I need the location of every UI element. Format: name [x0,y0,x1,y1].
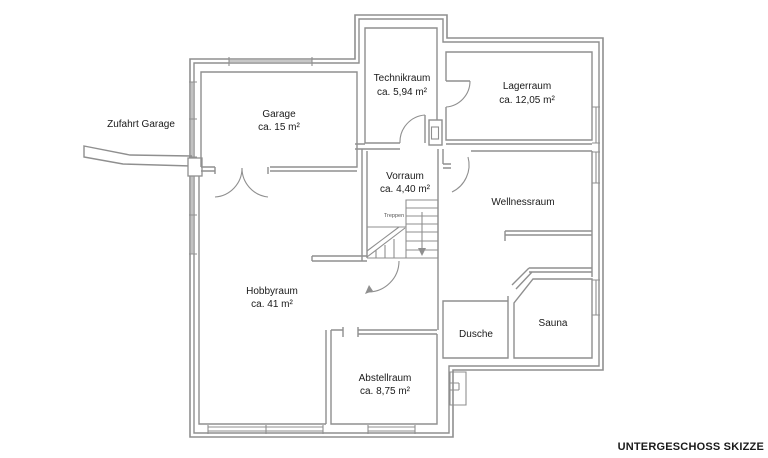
window-right-wellnessraum [592,151,600,184]
garage-label: Garage [262,109,296,120]
garage-door-arc-right [241,167,269,198]
abstellraum-area-label: ca. 8,75 m² [360,386,411,397]
wellnessraum-door-arc [451,156,470,193]
stair-winder [366,226,406,259]
dusche-label: Dusche [459,329,493,340]
wellnessraum-walls [471,150,593,290]
window-right-sauna [592,279,600,316]
chimney-block [428,119,443,146]
dusche-outline [442,296,509,359]
cellar-steps-outline [449,371,467,406]
technikraum-label: Technikraum [374,73,431,84]
page-title: UNTERGESCHOSS SKIZZE [618,441,764,453]
driveway-label: Zufahrt Garage [107,119,175,130]
window-left-lower [189,175,197,255]
abstellraum-room [330,327,438,425]
garage-room [200,71,358,198]
driveway-outline [83,145,192,167]
garage-door-arc-left [214,167,243,198]
outer-wall-outer-line [189,14,604,438]
hobbyraum-walls [198,176,400,425]
technikraum-outline [362,27,438,150]
wellnessraum-label: Wellnessraum [491,197,554,208]
lagerraum-label: Lagerraum [503,81,551,92]
abstellraum-label: Abstellraum [359,373,412,384]
outer-wall-inner-line [193,18,600,434]
stairs-label: Treppen [384,213,404,219]
door-swing-arrow [365,285,373,294]
hobbyraum-label: Hobbyraum [246,286,298,297]
sauna-outline [513,278,593,359]
technikraum-area-label: ca. 5,94 m² [377,87,428,98]
lagerraum-outline [445,51,593,145]
window-bottom-abstellraum [367,425,416,434]
wellness-partition-upper [504,230,592,241]
labels: Zufahrt Garage Garage ca. 15 m² Technikr… [107,73,764,453]
lagerraum-room [445,51,593,145]
lagerraum-door-arc [445,80,471,108]
vorraum-area-label: ca. 4,40 m² [380,184,431,195]
exterior-cellar-steps [449,371,467,406]
wall-pier [187,157,203,177]
hobbyraum-area-label: ca. 41 m² [251,299,293,310]
garage-outline [200,71,358,174]
hobbyraum-outline [198,176,367,425]
stair-door-arc [367,260,400,293]
vorraum-label: Vorraum [386,171,424,182]
stairs [366,199,439,259]
lagerraum-area-label: ca. 12,05 m² [499,95,555,106]
abstellraum-outline [330,327,438,425]
wellnessraum-top-wall [471,150,593,277]
windows [189,57,600,434]
sauna-room [513,278,593,359]
sauna-label: Sauna [539,318,568,329]
stair-direction-arrow [418,248,426,256]
window-left-upper [189,81,197,158]
outer-walls [189,14,604,438]
window-right-lagerraum [592,106,600,144]
wellness-partition-lower [511,267,592,290]
window-bottom-hobbyraum [207,425,324,434]
driveway [83,145,203,177]
technikraum-room [362,27,443,150]
garage-area-label: ca. 15 m² [258,122,300,133]
technikraum-door-arc [399,114,426,144]
chimney-flue [430,126,440,140]
dusche-room [442,296,509,359]
window-top [228,57,313,66]
